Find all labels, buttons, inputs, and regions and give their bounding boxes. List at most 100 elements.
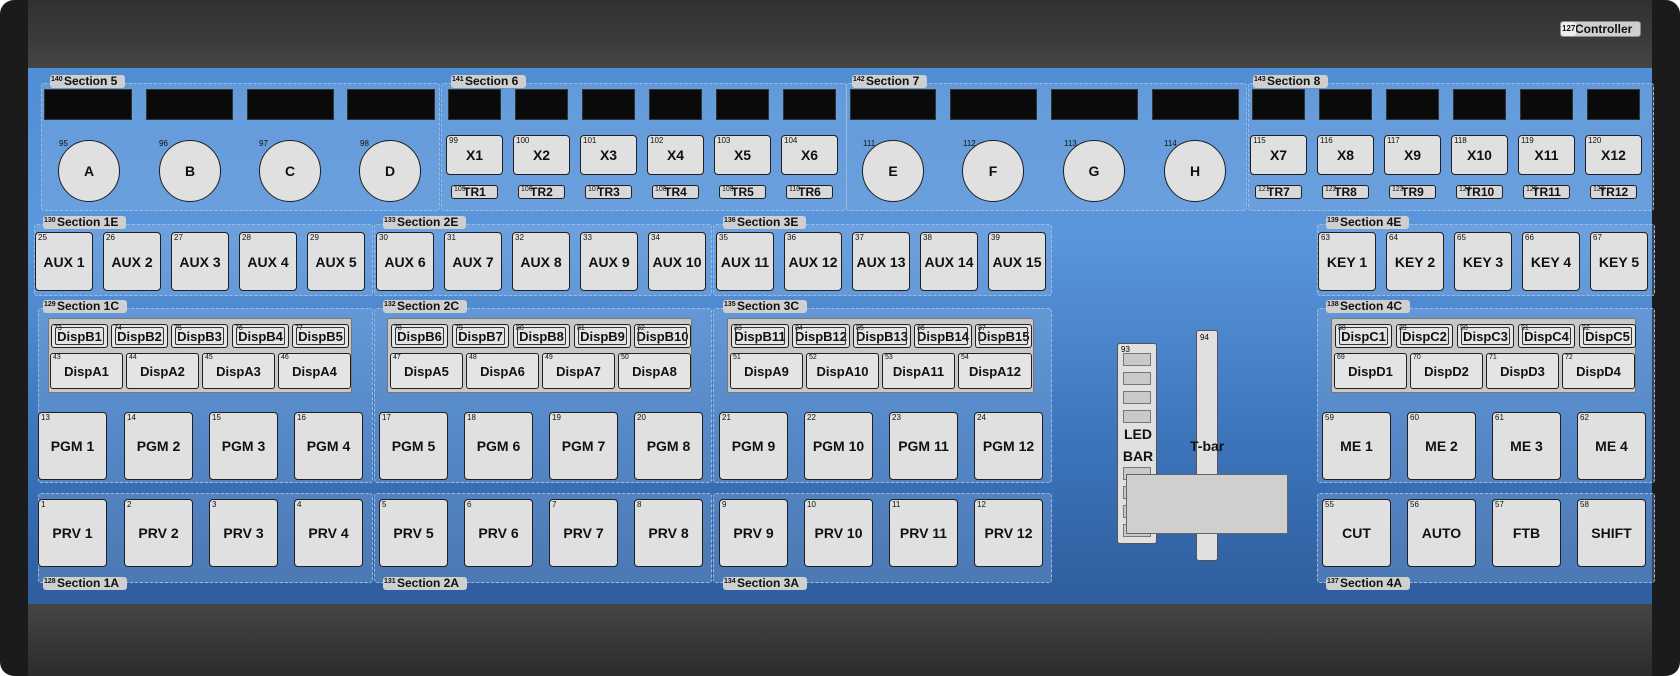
knob-d[interactable]: D xyxy=(359,140,421,202)
tbar-handle[interactable] xyxy=(1126,474,1288,534)
knob-a[interactable]: A xyxy=(58,140,120,202)
knob-e[interactable]: E xyxy=(862,140,924,202)
knob-g[interactable]: G xyxy=(1063,140,1125,202)
knob-b[interactable]: B xyxy=(159,140,221,202)
knob-h[interactable]: H xyxy=(1164,140,1226,202)
knob-c[interactable]: C xyxy=(259,140,321,202)
